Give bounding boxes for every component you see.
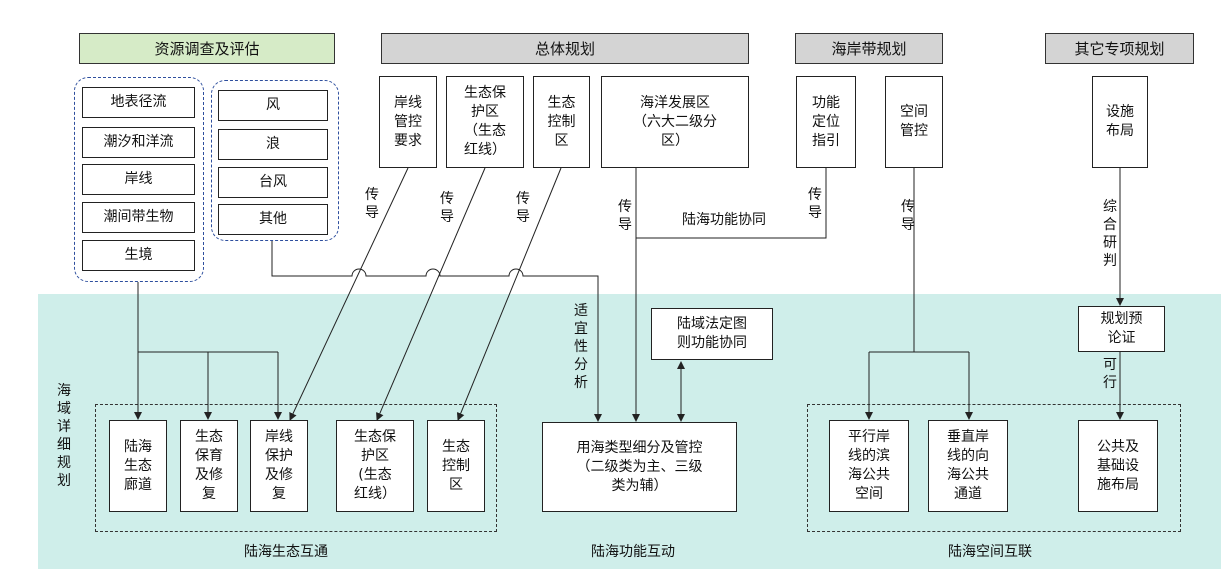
eco-control-box: 生态 控制 区 [533,76,590,168]
resource-group-right [211,80,339,241]
resource-item: 台风 [218,167,328,198]
bottom-eco-item: 陆海 生态 廊道 [109,420,167,512]
space-group [807,404,1181,532]
detailed-plan-label: 海域详细规划 [57,383,71,489]
resource-item: 其他 [218,204,328,235]
resource-item: 潮间带生物 [82,202,195,233]
plan-prelim-box: 规划预 论证 [1078,306,1165,352]
bottom-eco-item: 生态 控制 区 [427,420,485,512]
chuandao-label: 传导 [618,199,632,233]
bottom-space-item: 垂直岸 线的向 海公共 通道 [928,420,1008,512]
chuandao-label: 传导 [440,191,454,225]
resource-item: 地表径流 [82,87,195,118]
chuandao-label: 传导 [365,187,379,221]
land-legal-box: 陆域法定图 则功能协同 [651,308,773,360]
space-control-box: 空间 管控 [885,76,943,168]
shoreline-control-box: 岸线 管控 要求 [379,76,437,168]
suitability-label: 适宜性分析 [574,303,588,391]
header-resource: 资源调查及评估 [79,33,335,64]
footer-func: 陆海功能互动 [591,544,675,560]
function-guide-box: 功能 定位 指引 [796,76,856,168]
resource-item: 潮汐和洋流 [82,127,195,158]
bottom-eco-item: 生态保 护区 (生态 红线） [336,420,414,512]
bottom-eco-item: 岸线 保护 及修 复 [250,420,308,512]
facility-layout-box: 设施 布局 [1092,76,1148,168]
resource-group-left [74,77,204,282]
feasible-label: 可行 [1103,357,1117,391]
resource-item: 风 [218,90,328,121]
header-coastal: 海岸带规划 [795,33,943,64]
land-sea-coord-label: 陆海功能协同 [682,212,766,228]
bottom-eco-item: 生态 保育 及修 复 [180,420,238,512]
header-overall: 总体规划 [381,33,749,64]
footer-space: 陆海空间互联 [948,544,1032,560]
bottom-space-item: 公共及 基础设 施布局 [1078,420,1158,512]
footer-eco: 陆海生态互通 [244,544,328,560]
chuandao-label: 传导 [516,191,530,225]
eco-protection-box: 生态保 护区 （生态 红线） [446,76,524,168]
bottom-space-item: 平行岸 线的滨 海公共 空间 [829,420,909,512]
chuandao-label: 传导 [901,199,915,233]
header-other: 其它专项规划 [1045,33,1194,64]
chuandao-label: 传导 [808,187,822,221]
comprehensive-label: 综合研判 [1103,199,1117,269]
ocean-development-box: 海洋发展区 （六大二级分 区） [601,76,749,168]
resource-item: 生境 [82,240,195,271]
sea-use-type-box: 用海类型细分及管控 （二级类为主、三级 类为辅） [542,422,737,512]
resource-item: 岸线 [82,164,195,195]
resource-item: 浪 [218,129,328,160]
